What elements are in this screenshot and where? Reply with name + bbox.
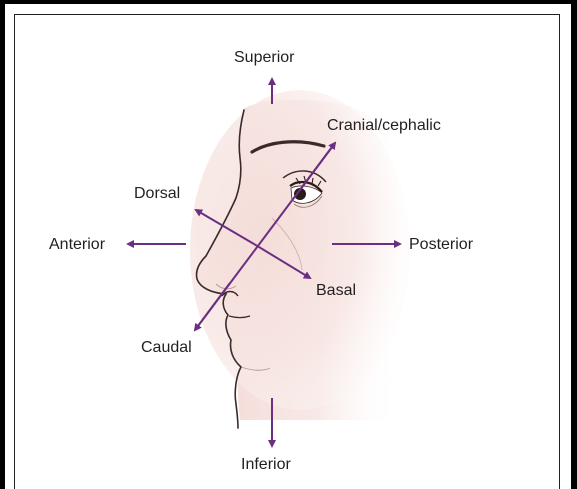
label-cranial: Cranial/cephalic bbox=[327, 118, 441, 134]
label-caudal: Caudal bbox=[141, 340, 192, 356]
label-basal: Basal bbox=[316, 283, 356, 299]
label-inferior: Inferior bbox=[241, 457, 291, 473]
label-dorsal: Dorsal bbox=[134, 186, 180, 202]
label-anterior: Anterior bbox=[49, 237, 105, 253]
label-posterior: Posterior bbox=[409, 237, 473, 253]
face-shading bbox=[190, 90, 410, 410]
label-superior: Superior bbox=[234, 50, 294, 66]
